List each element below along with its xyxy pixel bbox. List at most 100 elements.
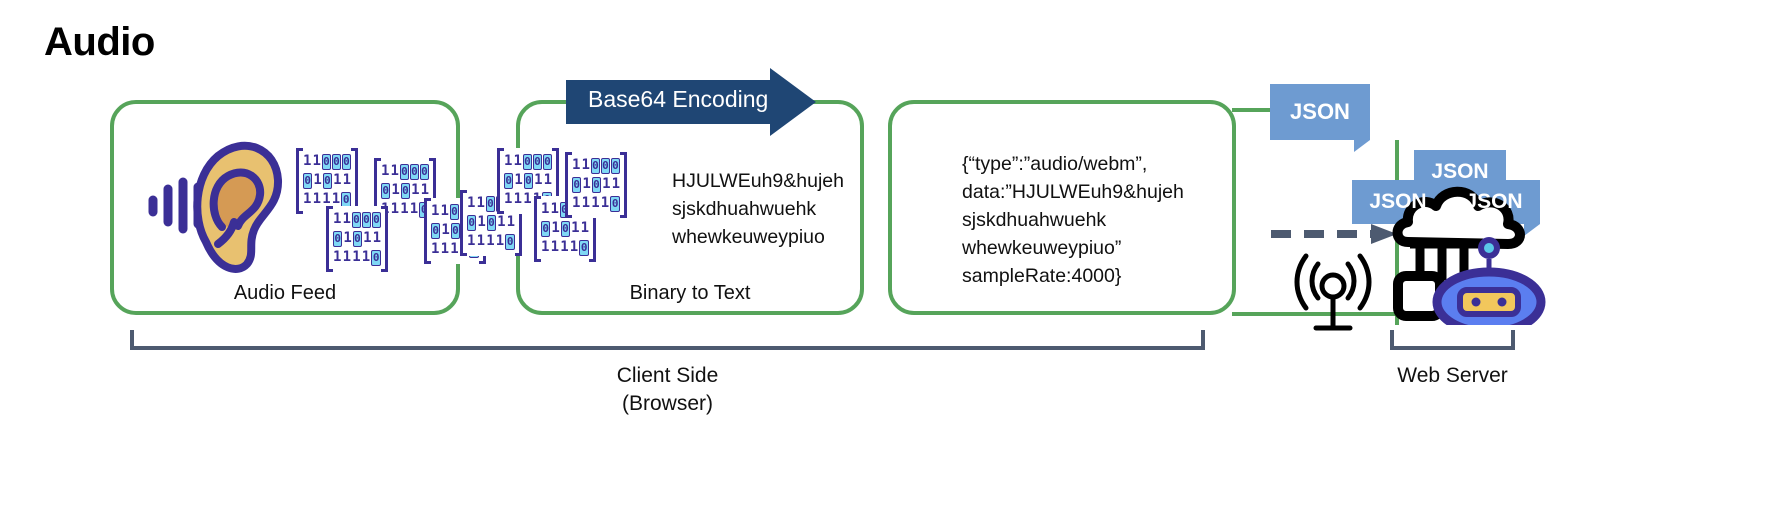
binary-digit: 1 — [381, 163, 390, 179]
binary-digit: 1 — [582, 176, 591, 192]
binary-digit: 1 — [411, 182, 420, 198]
binary-digit: 0 — [400, 183, 411, 199]
binary-digit: 1 — [440, 241, 450, 257]
binary-digit: 1 — [409, 201, 419, 217]
cloud-server-icon — [1390, 180, 1560, 337]
bracket-right — [620, 152, 627, 218]
bracket-left — [424, 198, 431, 264]
binary-digit: 1 — [450, 241, 459, 257]
binary-digit: 0 — [505, 234, 516, 250]
bracket-left — [460, 190, 467, 256]
binary-digit: 0 — [485, 196, 495, 212]
bracket-caption-web-server: Web Server — [1397, 364, 1508, 387]
binary-digit: 0 — [560, 221, 571, 237]
binary-digit: 0 — [321, 154, 331, 170]
stage-caption-binary-to-text: Binary to Text — [629, 282, 751, 304]
binary-digit: 1 — [303, 191, 312, 207]
binary-digit: 1 — [611, 176, 620, 192]
json-badge-label: JSON — [1290, 99, 1350, 124]
binary-digit: 0 — [542, 154, 553, 170]
binary-digit: 1 — [551, 220, 560, 236]
binary-digit: 1 — [343, 230, 352, 246]
binary-digit: 1 — [581, 157, 590, 173]
bracket-left — [497, 148, 504, 214]
binary-digit: 1 — [467, 195, 476, 211]
binary-digit: 1 — [571, 220, 580, 236]
connector-line-json — [1232, 108, 1272, 112]
binary-digit: 1 — [342, 211, 351, 227]
binary-digit: 0 — [419, 164, 430, 180]
binary-digit: 1 — [580, 220, 589, 236]
binary-digit: 0 — [591, 177, 602, 193]
binary-digit: 0 — [600, 158, 610, 174]
binary-digit: 1 — [513, 191, 523, 207]
binary-digit: 1 — [431, 241, 440, 257]
binary-digit: 0 — [590, 158, 600, 174]
bracket-left — [296, 148, 303, 214]
binary-digit: 1 — [495, 233, 505, 249]
json-badge-label: JSON — [1465, 190, 1523, 213]
binary-digit: 1 — [390, 163, 399, 179]
binary-digit: 1 — [441, 222, 450, 238]
binary-digit: 0 — [381, 183, 391, 199]
bracket-left — [565, 152, 572, 218]
binary-digit: 1 — [541, 239, 550, 255]
page-title: Audio — [44, 20, 155, 64]
callout-tail — [1524, 224, 1540, 236]
ear-icon — [148, 132, 283, 277]
binary-digit: 1 — [486, 233, 495, 249]
binary-digit: 1 — [550, 239, 560, 255]
binary-digit: 1 — [342, 249, 352, 265]
binary-digit: 1 — [333, 211, 342, 227]
binary-digit: 1 — [467, 233, 476, 249]
connector-line-json-bottom — [1232, 312, 1399, 316]
binary-digit: 1 — [543, 172, 552, 188]
binary-digit: 1 — [363, 230, 372, 246]
callout-tail — [1354, 140, 1370, 152]
binary-digit: 1 — [550, 201, 559, 217]
binary-digit: 1 — [313, 172, 322, 188]
binary-digit: 0 — [610, 196, 621, 212]
binary-digit: 0 — [303, 173, 313, 189]
binary-digit: 1 — [497, 214, 506, 230]
bracket-web-server — [1390, 330, 1515, 350]
binary-digit: 0 — [486, 215, 497, 231]
binary-digit: 0 — [450, 223, 461, 239]
binary-digit: 1 — [581, 195, 591, 211]
binary-digit: 1 — [303, 153, 312, 169]
binary-digit: 1 — [391, 182, 400, 198]
binary-digit: 0 — [431, 223, 441, 239]
binary-digit: 0 — [449, 204, 459, 220]
binary-digit: 1 — [591, 195, 600, 211]
dashed-arrow-icon — [1271, 222, 1411, 246]
binary-digit: 1 — [431, 203, 440, 219]
binary-digit: 1 — [569, 239, 579, 255]
base64-arrow-label: Base64 Encoding — [588, 86, 769, 112]
binary-digit: 1 — [390, 201, 400, 217]
binary-digit: 0 — [341, 154, 352, 170]
bracket-caption-client-side: Client Side (Browser) — [616, 364, 719, 415]
binary-digit: 0 — [532, 154, 542, 170]
binary-digit: 1 — [477, 214, 486, 230]
binary-digit: 0 — [331, 154, 341, 170]
binary-digit: 0 — [610, 158, 621, 174]
stage-box-json-payload — [888, 100, 1236, 315]
binary-digit: 0 — [399, 164, 409, 180]
binary-digit: 1 — [420, 182, 429, 198]
binary-digit: 0 — [371, 212, 382, 228]
binary-digit: 1 — [352, 249, 361, 265]
